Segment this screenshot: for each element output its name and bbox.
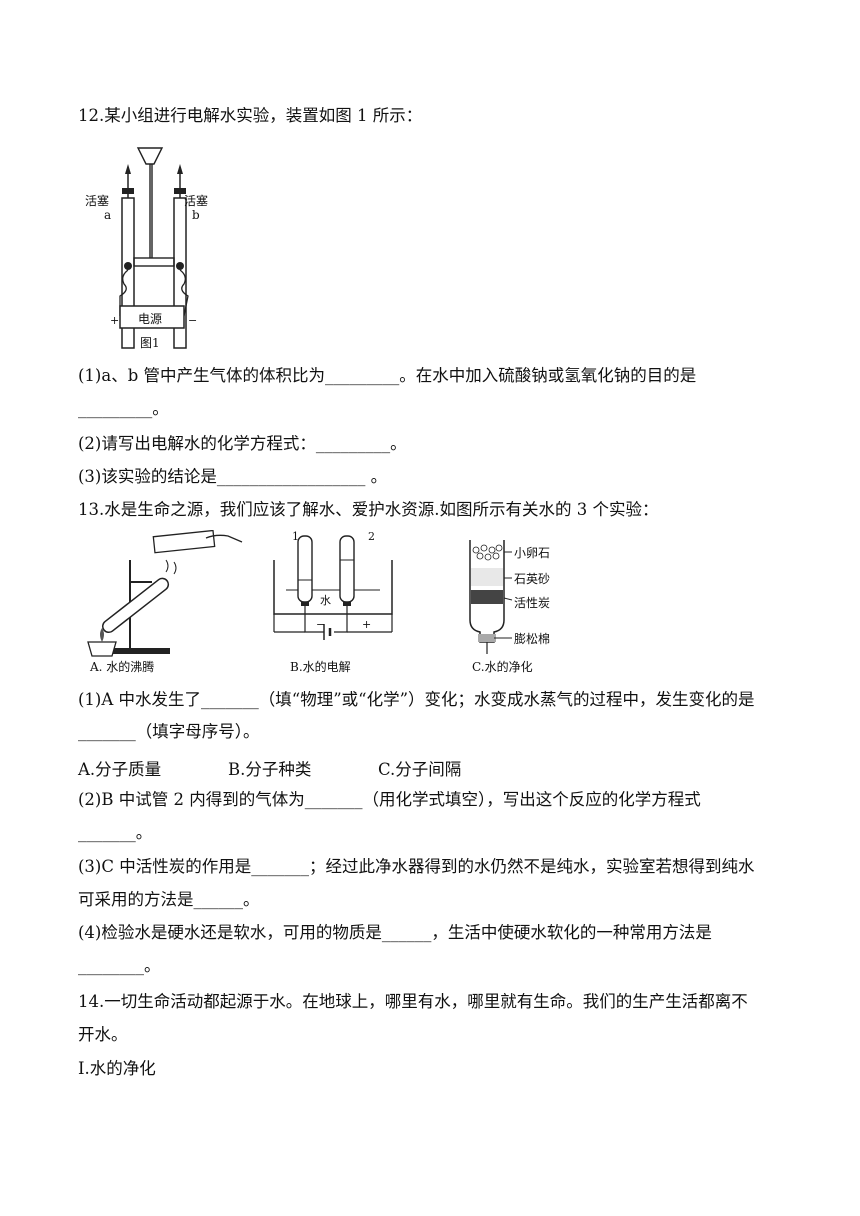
option-b: B.分子种类 <box>228 760 312 779</box>
q12-part3: (3)该实验的结论是__________________ 。 <box>78 467 388 486</box>
q12-stem: 12.某小组进行电解水实验，装置如图 1 所示： <box>78 106 423 125</box>
water-label: 水 <box>320 594 331 607</box>
left-stopcock-label: 活塞 <box>85 194 110 208</box>
sand-label: 石英砂 <box>514 572 551 586</box>
plus-label: + <box>110 314 120 327</box>
q13-part3-line2: 可采用的方法是______。 <box>78 890 260 909</box>
minus-label: − <box>316 618 326 631</box>
q14-stem-line1: 14.一切生命活动都起源于水。在地球上，哪里有水，哪里就有生命。我们的生产生活都… <box>78 992 748 1011</box>
figure-c-caption: C.水的净化 <box>472 660 533 674</box>
q12-figure-electrolysis-apparatus: 活塞 活塞 a b 电源 + − 图1 <box>80 138 230 358</box>
cotton-label: 膨松棉 <box>514 632 551 646</box>
q13-figure-c-purification: 小卵石 石英砂 活性炭 膨松棉 C.水的净化 <box>460 530 600 674</box>
q12-part1-line2: _________。 <box>78 399 169 418</box>
q13-part1-line1: (1)A 中水发生了_______（填“物理”或“化学”）变化；水变成水蒸气的过… <box>78 690 755 709</box>
minus-label: − <box>188 314 198 327</box>
q13-part1-line2: _______（填字母序号）。 <box>78 722 260 741</box>
q13-part2-line1: (2)B 中试管 2 内得到的气体为_______（用化学式填空），写出这个反应… <box>78 790 701 809</box>
figure-caption: 图1 <box>140 336 160 350</box>
q13-part3-line1: (3)C 中活性炭的作用是_______；经过此净水器得到的水仍然不是纯水，实验… <box>78 857 755 876</box>
q13-part2-line2: _______。 <box>78 823 153 842</box>
tube-b-label: b <box>192 208 200 222</box>
tube-a-label: a <box>104 208 112 222</box>
tube-1-label: 1 <box>292 530 299 543</box>
q12-part2: (2)请写出电解水的化学方程式：_________。 <box>78 434 407 453</box>
q13-part4-line1: (4)检验水是硬水还是软水，可用的物质是______，生活中使硬水软化的一种常用… <box>78 923 712 942</box>
option-a: A.分子质量 <box>78 760 162 779</box>
tube-2-label: 2 <box>368 530 375 543</box>
q13-figure-b-electrolysis: 1 2 水 − + B.水的电解 <box>268 530 398 674</box>
carbon-label: 活性炭 <box>514 596 551 610</box>
pebble-label: 小卵石 <box>514 546 551 560</box>
q14-section-heading: Ⅰ.水的净化 <box>78 1059 156 1078</box>
plus-label: + <box>362 618 372 631</box>
q13-figure-a-boiling: A. 水的沸腾 <box>80 530 250 674</box>
q14-stem-line2: 开水。 <box>78 1025 128 1044</box>
option-c: C.分子间隔 <box>378 760 462 779</box>
right-stopcock-label: 活塞 <box>184 194 209 208</box>
figure-a-caption: A. 水的沸腾 <box>90 660 155 674</box>
figure-b-caption: B.水的电解 <box>290 660 351 674</box>
q13-part4-line2: ________。 <box>78 956 161 975</box>
power-label: 电源 <box>138 312 163 326</box>
q13-stem: 13.水是生命之源，我们应该了解水、爱护水资源.如图所示有关水的 3 个实验： <box>78 500 659 519</box>
q12-part1-line1: (1)a、b 管中产生气体的体积比为_________。在水中加入硫酸钠或氢氧化… <box>78 366 697 385</box>
